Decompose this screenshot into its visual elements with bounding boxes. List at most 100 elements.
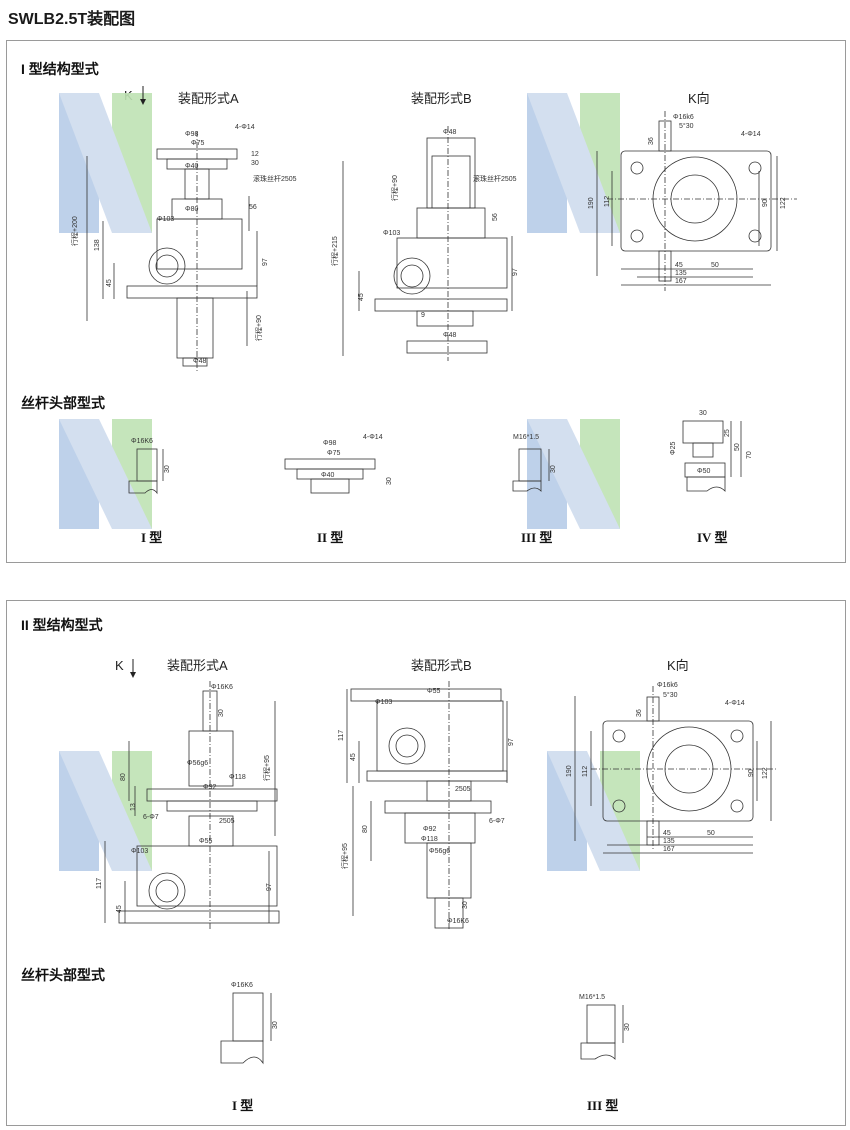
type-label-iii: III 型 — [587, 1098, 619, 1113]
screw-head-iv-drawing — [682, 420, 742, 492]
svg-text:Φ56g6: Φ56g6 — [429, 848, 450, 855]
svg-text:9: 9 — [421, 312, 425, 319]
svg-text:90: 90 — [762, 199, 769, 207]
svg-text:Φ16K6: Φ16K6 — [447, 918, 469, 925]
svg-text:190: 190 — [566, 765, 573, 777]
section-title: I 型结构型式 — [21, 61, 99, 77]
svg-text:M16*1.5: M16*1.5 — [579, 994, 605, 1001]
svg-text:行程+215: 行程+215 — [330, 236, 339, 266]
svg-text:行程+200: 行程+200 — [70, 216, 79, 246]
svg-text:97: 97 — [508, 738, 515, 746]
svg-text:Φ75: Φ75 — [191, 140, 204, 147]
type-label-i: I 型 — [232, 1098, 254, 1113]
assembly-b-drawing — [346, 681, 508, 931]
assembly-b-dimensions: Φ48 行程+90 滚珠丝杆2505 56 Φ103 行程+215 97 45 … — [330, 129, 519, 339]
panel-type-i-structure: I 型结构型式 装配形式A 装配形式B K向 K 丝杆头部型式 I 型 II 型… — [6, 40, 846, 563]
svg-text:122: 122 — [762, 767, 769, 779]
panel-type-ii-structure: II 型结构型式 装配形式A 装配形式B K向 K 丝杆头部型式 I 型 III… — [6, 600, 846, 1126]
svg-text:滚珠丝杆2505: 滚珠丝杆2505 — [473, 174, 517, 183]
svg-text:Φ103: Φ103 — [157, 216, 174, 223]
type-label-ii: II 型 — [317, 530, 344, 545]
svg-text:50: 50 — [707, 830, 715, 837]
svg-text:30: 30 — [164, 465, 171, 473]
svg-text:50: 50 — [734, 443, 741, 451]
svg-text:112: 112 — [604, 196, 611, 207]
screw-head-ii-drawing — [284, 458, 376, 494]
svg-text:Φ103: Φ103 — [131, 848, 148, 855]
svg-text:90: 90 — [748, 769, 755, 777]
screw-head-iv-dims: 30 25 50 Φ25 70 Φ50 — [670, 410, 753, 475]
svg-text:122: 122 — [780, 197, 787, 209]
svg-text:30: 30 — [218, 709, 225, 717]
svg-text:56: 56 — [492, 213, 499, 221]
svg-text:Φ92: Φ92 — [423, 826, 436, 833]
k-arrow-label: K — [115, 658, 124, 673]
svg-text:167: 167 — [675, 278, 687, 285]
svg-text:4-Φ14: 4-Φ14 — [363, 434, 383, 441]
assembly-a-drawing — [86, 131, 258, 371]
svg-text:Φ98: Φ98 — [185, 131, 198, 138]
svg-text:Φ16k6: Φ16k6 — [657, 682, 678, 689]
svg-text:4-Φ14: 4-Φ14 — [725, 700, 745, 707]
svg-text:30: 30 — [699, 410, 707, 417]
svg-text:Φ103: Φ103 — [383, 230, 400, 237]
svg-text:M16*1.5: M16*1.5 — [513, 434, 539, 441]
watermark-logo — [59, 93, 620, 529]
svg-text:190: 190 — [588, 197, 595, 209]
svg-text:Φ25: Φ25 — [670, 442, 677, 455]
view-a-label: 装配形式A — [167, 658, 228, 673]
svg-text:167: 167 — [663, 846, 675, 853]
svg-text:30: 30 — [624, 1023, 631, 1031]
screw-head-iii-dims: M16*1.5 30 — [579, 994, 631, 1031]
svg-text:6-Φ7: 6-Φ7 — [489, 818, 505, 825]
svg-text:Φ16K6: Φ16K6 — [131, 438, 153, 445]
svg-text:2505: 2505 — [455, 786, 471, 793]
svg-text:97: 97 — [262, 258, 269, 266]
svg-text:138: 138 — [94, 239, 101, 251]
svg-text:45: 45 — [358, 293, 365, 301]
svg-text:45: 45 — [675, 262, 683, 269]
screw-head-i-drawing — [128, 448, 164, 495]
svg-text:Φ48: Φ48 — [443, 332, 456, 339]
svg-text:滚珠丝杆2505: 滚珠丝杆2505 — [253, 174, 297, 183]
screw-head-i-dims: Φ16K6 30 — [231, 982, 279, 1029]
svg-text:13: 13 — [130, 803, 137, 811]
svg-text:Φ16K6: Φ16K6 — [231, 982, 253, 989]
svg-text:30: 30 — [251, 160, 259, 167]
screw-head-title: 丝杆头部型式 — [21, 967, 105, 983]
svg-text:117: 117 — [338, 730, 345, 741]
svg-text:80: 80 — [362, 825, 369, 833]
view-k-label: K向 — [688, 91, 710, 106]
svg-text:Φ118: Φ118 — [229, 774, 246, 781]
document-title: SWLB2.5T装配图 — [8, 11, 136, 28]
svg-text:45: 45 — [350, 753, 357, 761]
svg-text:行程+90: 行程+90 — [390, 175, 399, 201]
svg-text:Φ75: Φ75 — [327, 450, 340, 457]
svg-text:30: 30 — [462, 901, 469, 909]
svg-text:97: 97 — [512, 268, 519, 276]
svg-text:行程+95: 行程+95 — [262, 755, 271, 781]
svg-text:70: 70 — [746, 451, 753, 459]
k-view-drawing — [596, 111, 797, 291]
svg-text:25: 25 — [724, 429, 731, 437]
type-label-iii: III 型 — [521, 530, 553, 545]
svg-text:Φ16K6: Φ16K6 — [211, 684, 233, 691]
svg-text:Φ40: Φ40 — [321, 472, 334, 479]
svg-text:36: 36 — [636, 709, 643, 717]
svg-text:Φ48: Φ48 — [193, 358, 206, 365]
screw-head-iii-drawing — [580, 1004, 624, 1060]
svg-text:Φ118: Φ118 — [421, 836, 438, 843]
svg-text:30: 30 — [386, 477, 393, 485]
svg-text:Φ48: Φ48 — [443, 129, 456, 136]
svg-text:Φ92: Φ92 — [203, 784, 216, 791]
screw-head-i-dims: Φ16K6 30 — [131, 438, 171, 473]
svg-text:4-Φ14: 4-Φ14 — [235, 124, 255, 131]
svg-text:36: 36 — [648, 137, 655, 145]
svg-text:45: 45 — [116, 905, 123, 913]
